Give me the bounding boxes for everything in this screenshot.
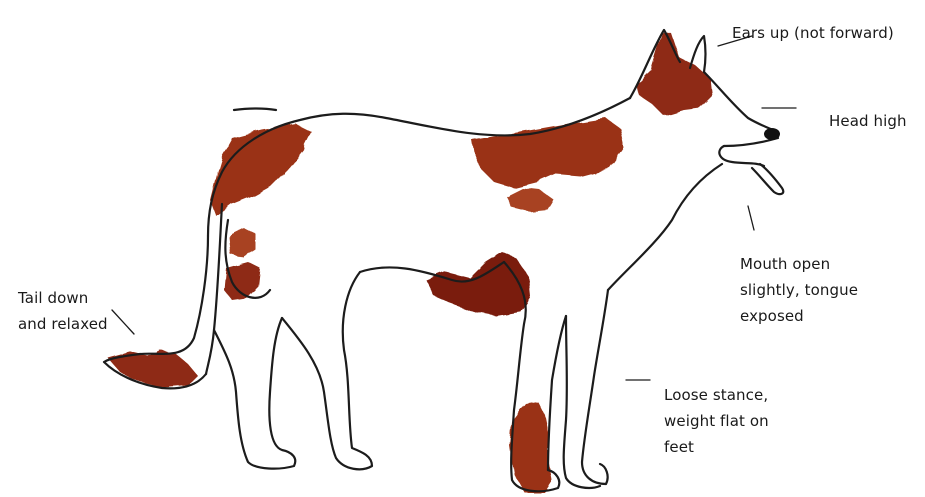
label-stance-line-2: weight flat on (664, 415, 769, 428)
back-hip-patch (210, 124, 312, 216)
label-mouth-line-3: exposed (740, 310, 858, 323)
label-tail: Tail down and relaxed (18, 279, 108, 344)
rear-leg-outline (214, 318, 295, 469)
belly-patch (426, 252, 530, 316)
shoulder-patch (472, 118, 624, 188)
front-leg2-outline (582, 290, 608, 484)
label-stance-line-3: feet (664, 441, 769, 454)
chest-small-patch (506, 188, 554, 212)
front-paw-patch (510, 402, 552, 492)
label-tail-line-1: Tail down (18, 292, 108, 305)
label-ears-line-1: Ears up (not forward) (732, 27, 894, 40)
label-head: Head high (829, 102, 907, 141)
ear-head-patch (636, 32, 712, 116)
nose (764, 128, 780, 140)
mouth-outline (719, 146, 764, 166)
thigh-patch-upper (228, 228, 256, 258)
mouth-pointer (748, 206, 754, 230)
label-mouth-line-2: slightly, tongue (740, 284, 858, 297)
head-top-outline (704, 72, 778, 132)
label-ears: Ears up (not forward) (732, 14, 894, 53)
fur-patches (108, 32, 712, 492)
label-mouth-line-1: Mouth open (740, 258, 858, 271)
label-head-line-1: Head high (829, 115, 907, 128)
throat-outline (608, 164, 722, 290)
rear-leg2-outline (282, 272, 372, 469)
tail-pointer (112, 310, 134, 334)
label-tail-line-2: and relaxed (18, 318, 108, 331)
tongue-outline (752, 164, 783, 194)
label-stance-line-1: Loose stance, (664, 389, 769, 402)
label-stance: Loose stance, weight flat on feet (664, 376, 769, 467)
label-mouth: Mouth open slightly, tongue exposed (740, 245, 858, 336)
back-tip-outline (234, 109, 276, 111)
